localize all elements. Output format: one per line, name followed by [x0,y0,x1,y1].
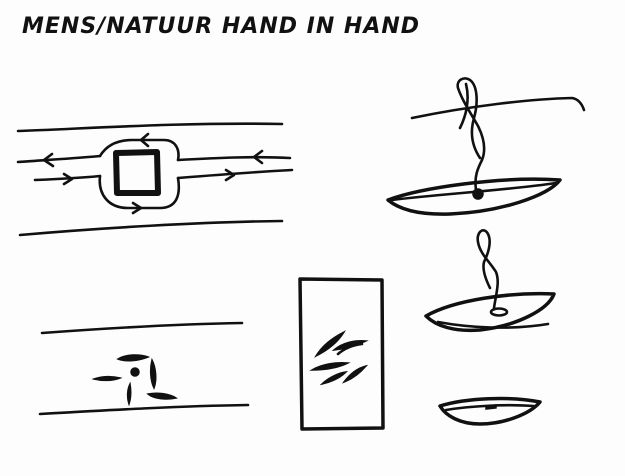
disc-top-center [472,188,484,200]
disc-middle-rim [436,320,550,329]
arrow-right-icon [62,172,74,186]
flame-icon [476,229,499,310]
lane-upper-right [176,155,292,162]
disc-middle-center [489,307,509,317]
leaf-stroke [336,342,364,356]
pinwheel-hub [130,367,140,377]
arrow-right-icon [224,168,236,182]
disc-middle [424,291,556,333]
pinwheel-blade [149,357,157,390]
tall-frame [298,277,385,431]
disc-top [386,177,562,216]
leaf-shape [309,362,351,371]
disc-bottom-center [485,404,497,410]
lane-upper-left [16,154,102,164]
pinwheel-sketch [38,321,250,416]
leaf-shape [314,330,346,358]
leaf-shape [341,364,369,384]
pinwheel-blade [126,381,132,407]
framed-leaves-sketch [298,277,385,431]
pinwheel-blade [116,354,151,362]
arrow-left-icon [139,132,150,148]
road-bypass-sketch [16,122,294,237]
disc-bottom [438,396,542,426]
road-edge-top [16,122,284,133]
bypass-loop [98,138,181,210]
central-square [113,149,161,196]
flame-inner-line [458,82,469,130]
arrow-left-icon [252,149,264,165]
arrow-right-icon [131,201,143,215]
pinwheel-blade [146,392,178,400]
page-title: MENS/NATUUR HAND IN HAND [22,14,421,39]
arrow-left-icon [42,152,55,168]
stacked-discs-sketch [386,77,586,426]
pinwheel-line-bottom [38,403,250,416]
horizon-line [410,96,586,120]
pinwheel-blade [91,375,123,382]
lane-lower-right [176,168,294,180]
road-edge-bottom [18,219,284,237]
leaf-shape [319,370,349,386]
pinwheel-line-top [40,321,244,335]
tall-flame-icon [456,77,486,192]
